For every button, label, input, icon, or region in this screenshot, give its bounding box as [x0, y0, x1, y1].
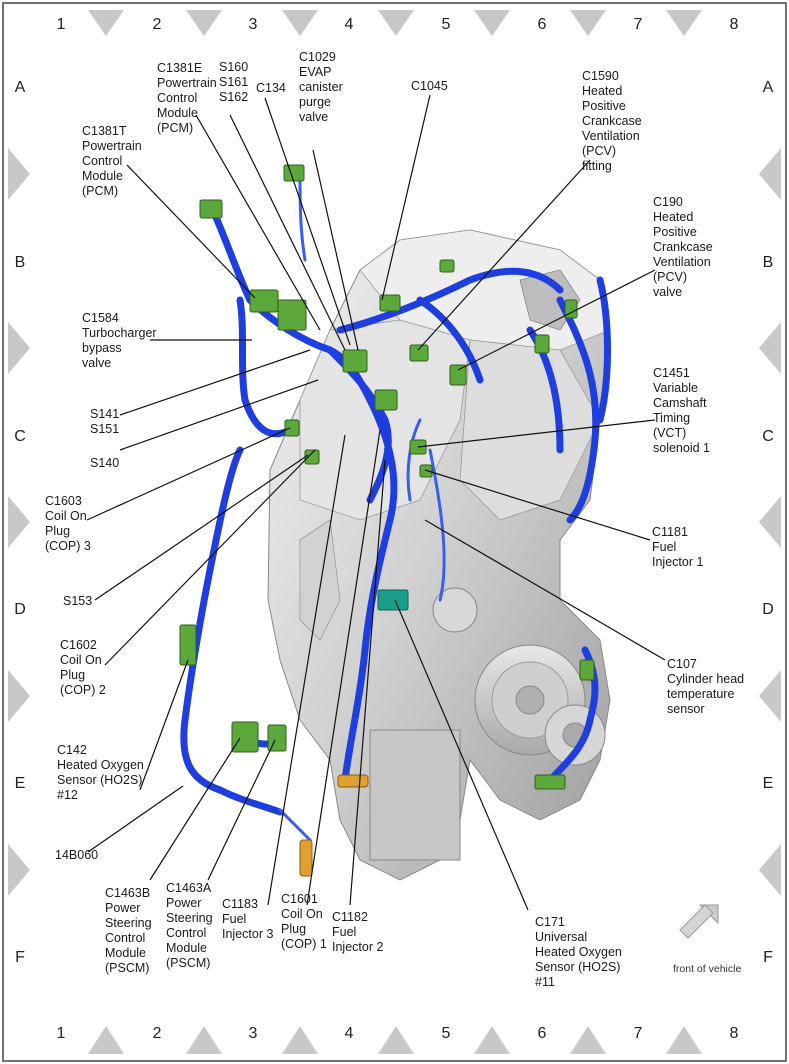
label-c134: C134: [256, 81, 286, 95]
left-zone-markers: [8, 148, 30, 896]
grid-row-left-c: C: [14, 428, 26, 445]
grid-col-top-2: 2: [152, 16, 162, 33]
label-c1601: C1601 Coil On Plug (COP) 1: [281, 892, 327, 951]
label-c1451: C1451 Variable Camshaft Timing (VCT) sol…: [653, 366, 710, 455]
grid-col-top-8: 8: [729, 16, 739, 33]
top-zone-markers: [88, 10, 702, 36]
label-c1590: C1590 Heated Positive Crankcase Ventilat…: [582, 69, 642, 173]
hot2s-connector-teal: [377, 589, 409, 611]
grid-row-left-b: B: [14, 254, 26, 271]
grid-col-top-4: 4: [344, 16, 354, 33]
grid-col-bottom-7: 7: [633, 1025, 643, 1042]
label-c1602: C1602 Coil On Plug (COP) 2: [60, 638, 106, 697]
grid-row-right-e: E: [762, 775, 774, 792]
grid-col-bottom-5: 5: [441, 1025, 451, 1042]
label-c107: C107 Cylinder head temperature sensor: [667, 657, 745, 716]
label-c1603: C1603 Coil On Plug (COP) 3: [45, 494, 91, 553]
label-c1463b: C1463B Power Steering Control Module (PS…: [105, 886, 152, 975]
grid-row-right-c: C: [762, 428, 774, 445]
bottom-zone-markers: [88, 1026, 702, 1054]
grid-row-left-d: D: [14, 601, 26, 618]
wiring-harness-thin: [278, 173, 446, 842]
label-s141: S141 S151: [90, 407, 120, 436]
connectors: [179, 164, 595, 790]
grid-row-right-a: A: [762, 79, 774, 96]
grid-col-bottom-1: 1: [56, 1025, 66, 1042]
grid-row-left-f: F: [15, 949, 25, 966]
label-c1045: C1045: [411, 79, 448, 93]
grid-row-left-e: E: [14, 775, 26, 792]
grid-col-bottom-2: 2: [152, 1025, 162, 1042]
label-c1181: C1181 Fuel Injector 1: [652, 525, 704, 569]
label-c171: C171 Universal Heated Oxygen Sensor (HO2…: [535, 915, 622, 989]
label-c1381t: C1381T Powertrain Control Module (PCM): [82, 124, 142, 198]
leader-lines: [86, 94, 666, 911]
label-c1463a: C1463A Power Steering Control Module (PS…: [166, 881, 213, 970]
grid-row-left-a: A: [14, 79, 26, 96]
grid-col-top-5: 5: [441, 16, 451, 33]
right-zone-markers: [759, 148, 781, 896]
label-c1584: C1584 Turbocharger bypass valve: [82, 311, 157, 370]
label-14b060: 14B060: [55, 848, 99, 862]
label-c1182: C1182 Fuel Injector 2: [332, 910, 384, 954]
grid-row-right-d: D: [762, 601, 774, 618]
grid-col-bottom-6: 6: [537, 1025, 547, 1042]
grid-col-top-1: 1: [56, 16, 66, 33]
grid-col-top-3: 3: [248, 16, 258, 33]
front-of-vehicle-arrow-icon: [679, 904, 719, 939]
label-c1381e: C1381E Powertrain Control Module (PCM): [157, 61, 217, 135]
grid-row-right-b: B: [762, 254, 774, 271]
label-s160: S160 S161 S162: [219, 60, 249, 104]
label-c190: C190 Heated Positive Crankcase Ventilati…: [653, 195, 713, 299]
grid-col-top-7: 7: [633, 16, 643, 33]
grid-col-bottom-4: 4: [344, 1025, 354, 1042]
grid-col-top-6: 6: [537, 16, 547, 33]
label-c1029: C1029 EVAP canister purge valve: [299, 50, 343, 124]
grid-row-right-f: F: [763, 949, 773, 966]
label-c142: C142 Heated Oxygen Sensor (HO2S) #12: [57, 743, 144, 802]
label-c1183: C1183 Fuel Injector 3: [222, 897, 274, 941]
label-s153: S153: [63, 594, 93, 608]
front-of-vehicle-label: front of vehicle: [673, 963, 742, 975]
grid-col-bottom-3: 3: [248, 1025, 258, 1042]
grid-col-bottom-8: 8: [729, 1025, 739, 1042]
label-s140: S140: [90, 456, 120, 470]
